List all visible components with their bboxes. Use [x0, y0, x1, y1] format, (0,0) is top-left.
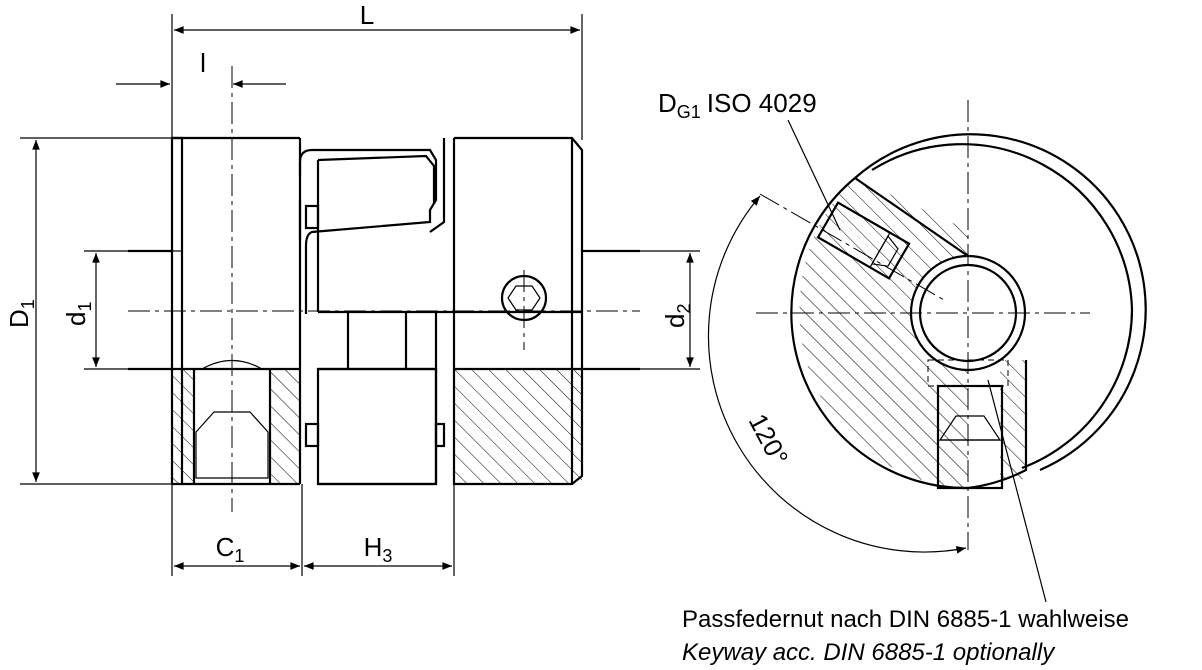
- dimension-H3: H3: [304, 484, 455, 576]
- dim-d2-label: d2: [660, 304, 694, 328]
- dimension-D1: D1: [4, 137, 172, 485]
- angle-120-label: 120°: [743, 409, 795, 471]
- dim-D1-label: D1: [4, 299, 38, 328]
- right-hub: [429, 136, 584, 486]
- dimension-L: L: [171, 0, 583, 140]
- dim-d1-label: d1: [61, 302, 95, 326]
- dimension-C1: C1: [171, 484, 303, 576]
- keyway-leader-line: [987, 379, 1047, 603]
- setscrew-leader-line: [787, 119, 841, 231]
- keyway-note-english: Keyway acc. DIN 6885-1 optionally: [682, 639, 1056, 666]
- dim-l-label: l: [200, 48, 206, 78]
- left-hub: [170, 66, 302, 512]
- dim-L-label: L: [360, 0, 374, 30]
- dimension-d1: d1: [61, 250, 172, 370]
- dimension-l: l: [116, 48, 286, 88]
- dim-H3-label: H3: [364, 532, 393, 566]
- section-view: L l D1 d1: [4, 0, 700, 576]
- dim-C1-label: C1: [216, 532, 245, 566]
- keyway-note-german: Passfedernut nach DIN 6885-1 wahlweise: [682, 606, 1129, 633]
- spider-insert: [298, 148, 446, 486]
- dimension-d2: d2: [582, 250, 700, 370]
